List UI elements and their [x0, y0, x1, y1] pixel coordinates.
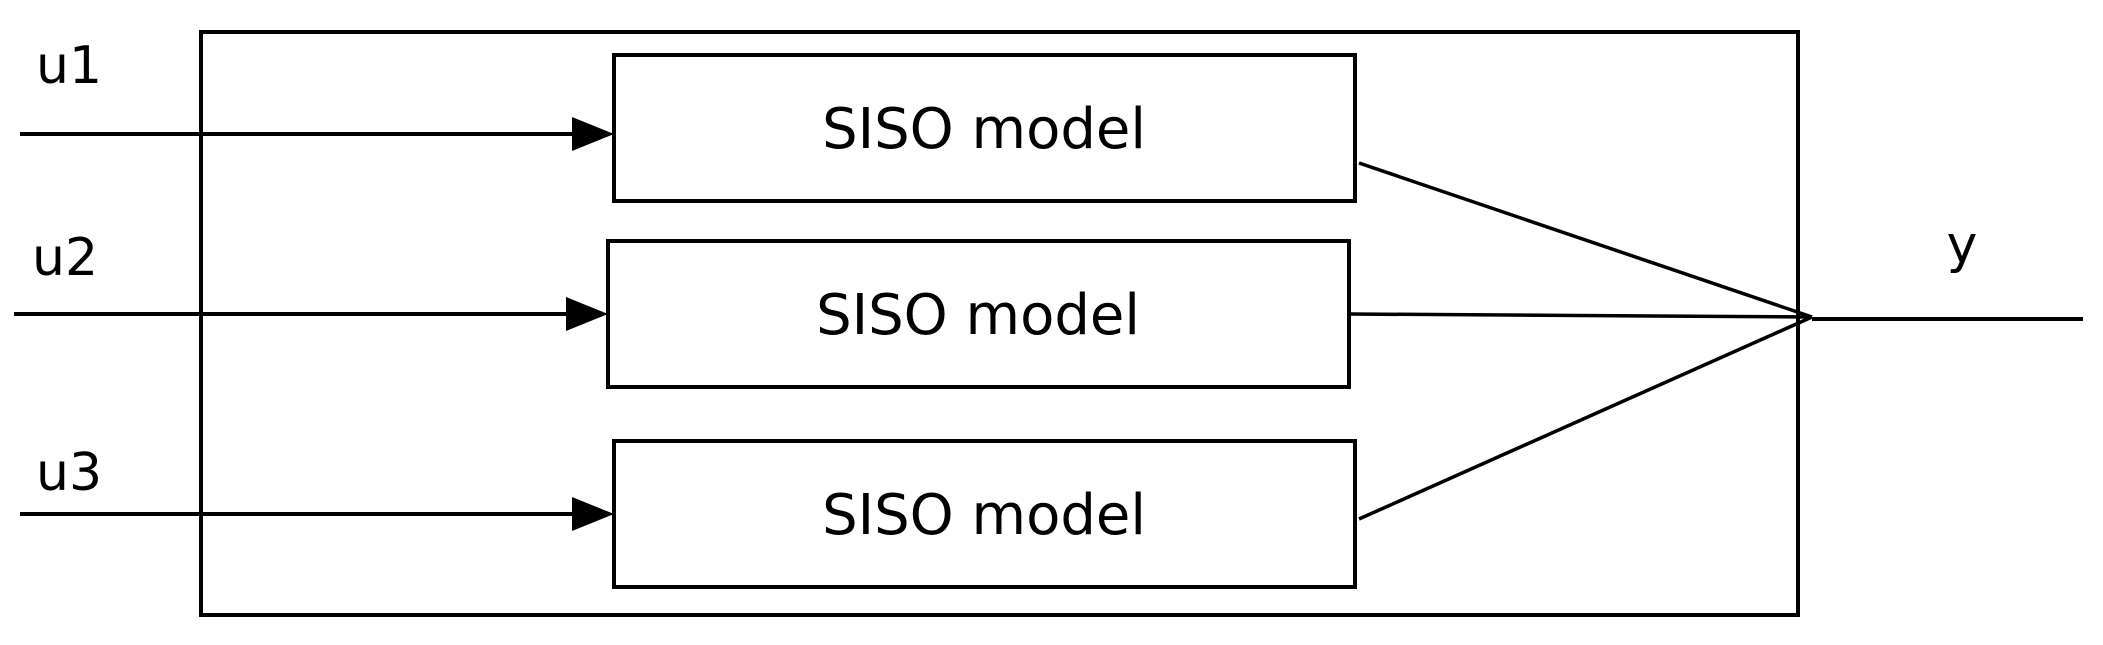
siso-box-1: [612, 53, 1357, 203]
arrowhead-u1: [572, 117, 614, 151]
connector-block-3: [1358, 315, 1813, 521]
input-label-u1: u1: [36, 36, 102, 96]
input-label-u2: u2: [32, 228, 98, 288]
connector-block-2: [1348, 312, 1813, 319]
arrowhead-u3: [572, 497, 614, 531]
siso-label-3: SISO model: [822, 483, 1146, 548]
input-label-u3: u3: [36, 443, 102, 503]
siso-block-1: SISO model: [612, 53, 1357, 203]
input-u3: u3: [20, 443, 614, 531]
siso-box-2: [606, 239, 1351, 389]
output-y: y: [1812, 215, 2083, 321]
siso-label-2: SISO model: [816, 283, 1140, 348]
siso-block-3: SISO model: [612, 439, 1357, 589]
siso-block-2: SISO model: [606, 239, 1351, 389]
input-u2: u2: [14, 228, 608, 331]
siso-box-3: [612, 439, 1357, 589]
input-u1: u1: [20, 36, 614, 151]
connector-block-1: [1358, 161, 1813, 319]
output-label-y: y: [1947, 215, 1978, 275]
arrowhead-u2: [566, 297, 608, 331]
siso-label-1: SISO model: [822, 97, 1146, 162]
